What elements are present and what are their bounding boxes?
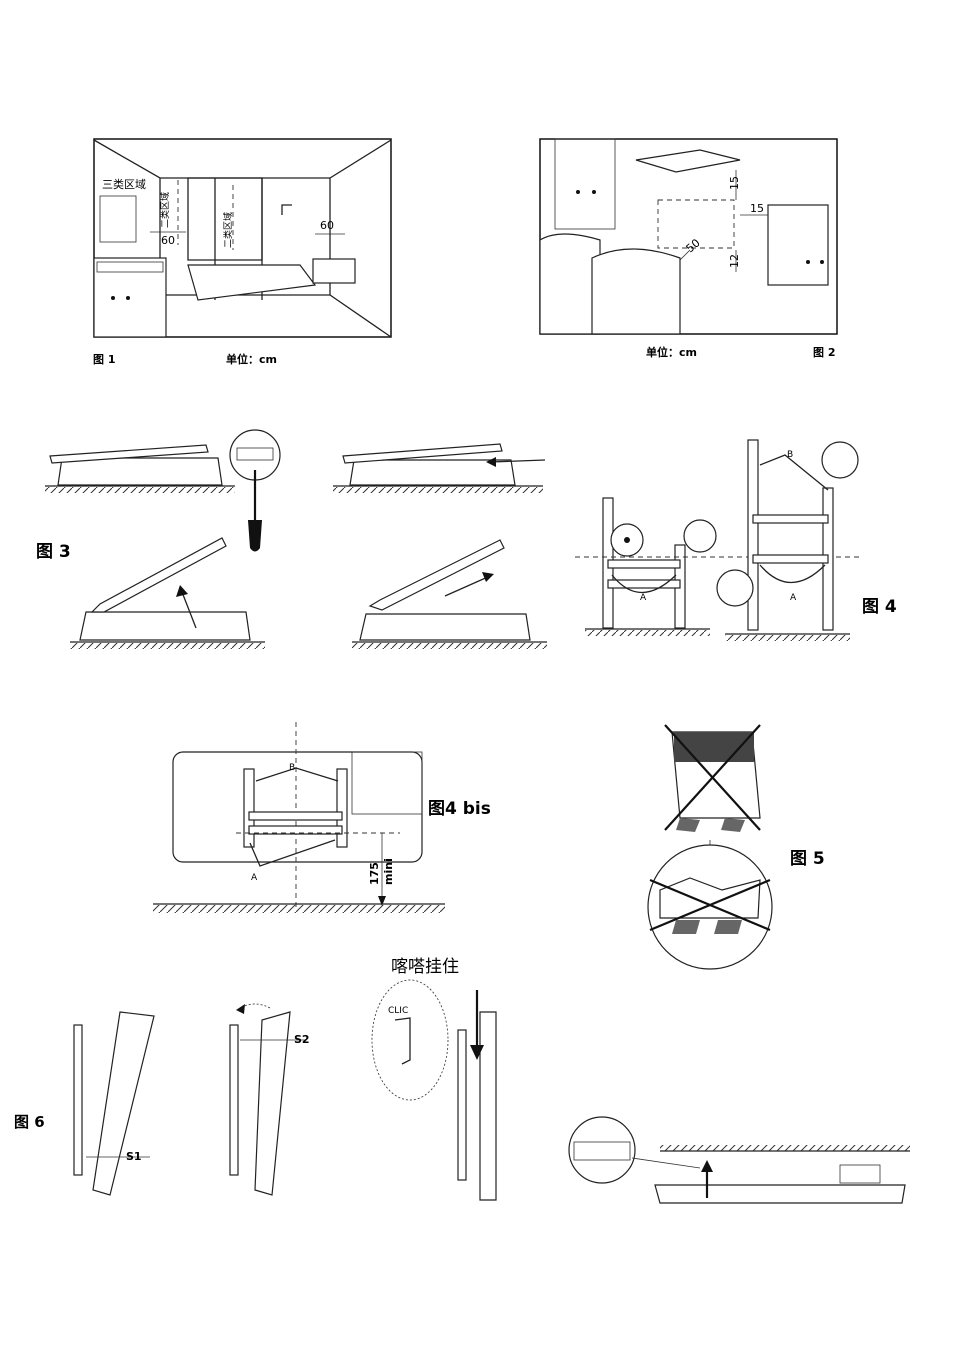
figure-4: A A B 图 4 — [575, 439, 897, 641]
fig4-label-b: B — [787, 450, 793, 460]
figure-2: 15 15 12 50 单位：cm 图 2 — [539, 138, 838, 359]
fig5-caption: 图 5 — [790, 849, 825, 869]
fig1-dim-right: 60 — [320, 219, 334, 232]
fig1-zone2a-label: 二类区域 — [159, 192, 171, 228]
fig3-caption: 图 3 — [36, 542, 71, 562]
figure-5: 图 5 — [647, 724, 825, 970]
fig2-dim-bottom: 12 — [728, 254, 741, 268]
fig4-caption: 图 4 — [862, 597, 897, 617]
fig4bis-label-a: A — [251, 873, 258, 883]
fig6-s2: S2 — [294, 1033, 310, 1046]
fig4-label-a1: A — [640, 593, 647, 603]
figure-6: 图 6 S1 S2 喀嗒挂住 CLIC — [14, 957, 497, 1201]
fig1-zone2b-label: 二类区域 — [222, 212, 234, 248]
fig4bis-label-b: B — [289, 763, 295, 773]
figure-3: 图 3 — [36, 429, 547, 649]
fig4bis-caption: 图4 bis — [428, 799, 491, 819]
fig6-s1: S1 — [126, 1150, 142, 1163]
fig1-caption: 图 1 — [93, 353, 115, 366]
fig2-caption: 图 2 — [813, 346, 835, 359]
fig4bis-dim-unit: mini — [382, 858, 395, 885]
fig4-label-a2: A — [790, 593, 797, 603]
fig1-zone3-label: 三类区域 — [102, 177, 146, 191]
fig6-clic: CLIC — [388, 1006, 408, 1016]
release-diagram — [568, 1116, 910, 1204]
fig1-dim-left: 60 — [161, 234, 175, 247]
figure-1: 三类区域 二类区域 二类区域 60 60 图 1 单位：cm — [93, 138, 392, 366]
fig2-unit: 单位：cm — [646, 345, 697, 359]
fig1-unit: 单位：cm — [226, 352, 277, 366]
fig4bis-dim-height: 175 — [368, 862, 381, 885]
fig6-click-title: 喀嗒挂住 — [391, 957, 459, 977]
fig6-caption: 图 6 — [14, 1113, 45, 1131]
fig2-dim-top: 15 — [728, 176, 741, 190]
figure-4-bis: B A 175 mini 图4 bis — [153, 722, 491, 913]
fig2-dim-right: 15 — [750, 202, 764, 215]
